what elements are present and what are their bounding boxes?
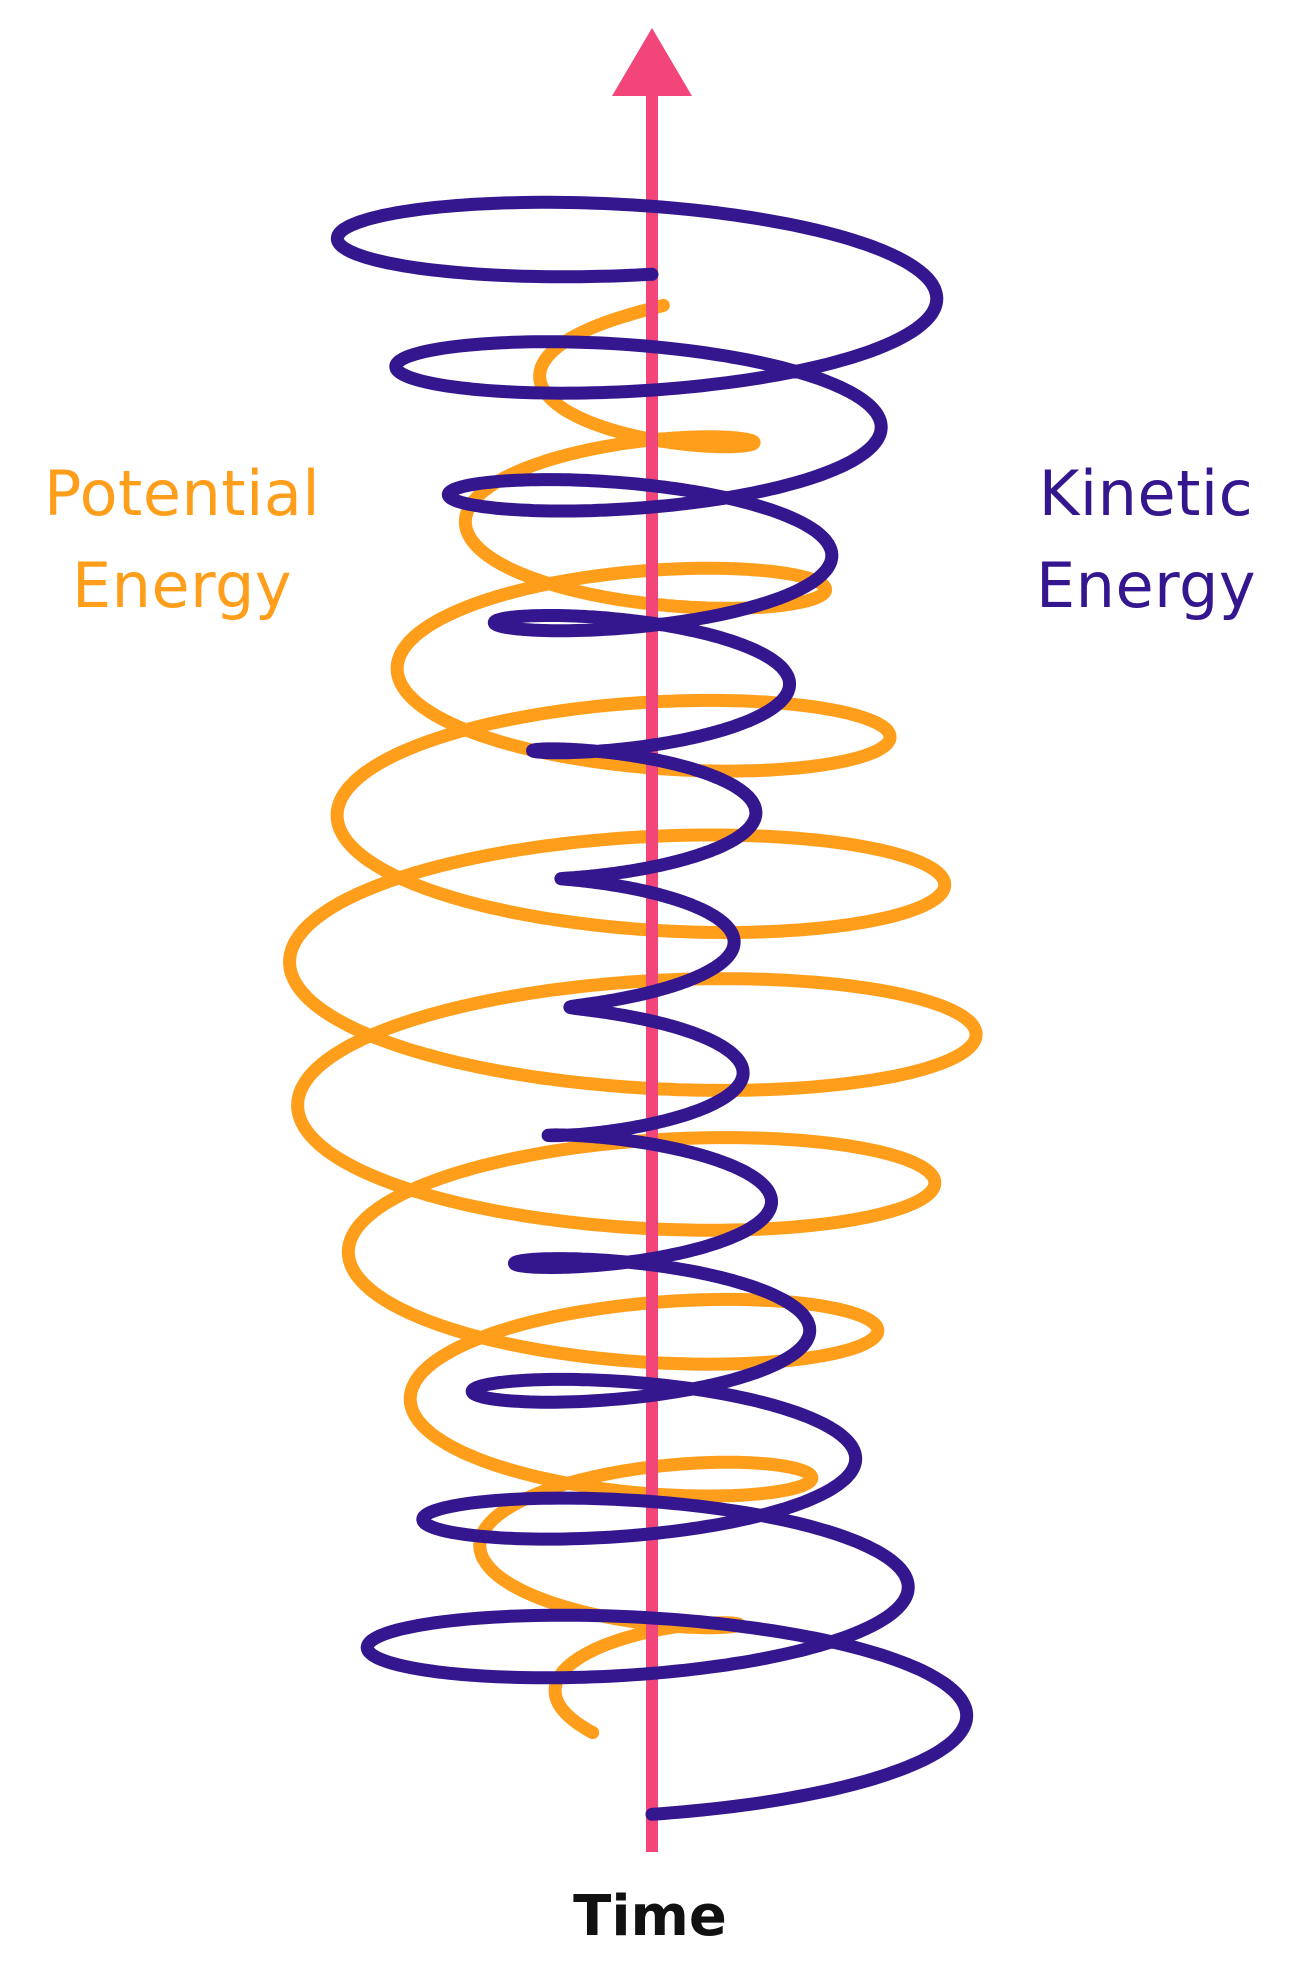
kinetic-energy-label: Kinetic Energy (1016, 448, 1276, 632)
kinetic-energy-spiral (330, 195, 974, 1821)
kinetic-energy-spiral-path (330, 195, 974, 1821)
time-axis (612, 28, 692, 1852)
potential-energy-spiral (283, 298, 983, 1740)
arrow-up-icon (612, 28, 692, 96)
potential-energy-label-line1: Potential (43, 457, 321, 530)
potential-energy-label: Potential Energy (22, 448, 342, 632)
time-axis-label: Time (573, 1884, 727, 1949)
kinetic-energy-label-line1: Kinetic (1038, 457, 1254, 530)
potential-energy-label-line2: Energy (71, 549, 293, 622)
potential-energy-spiral-path (283, 298, 983, 1740)
kinetic-energy-label-line2: Energy (1035, 549, 1257, 622)
